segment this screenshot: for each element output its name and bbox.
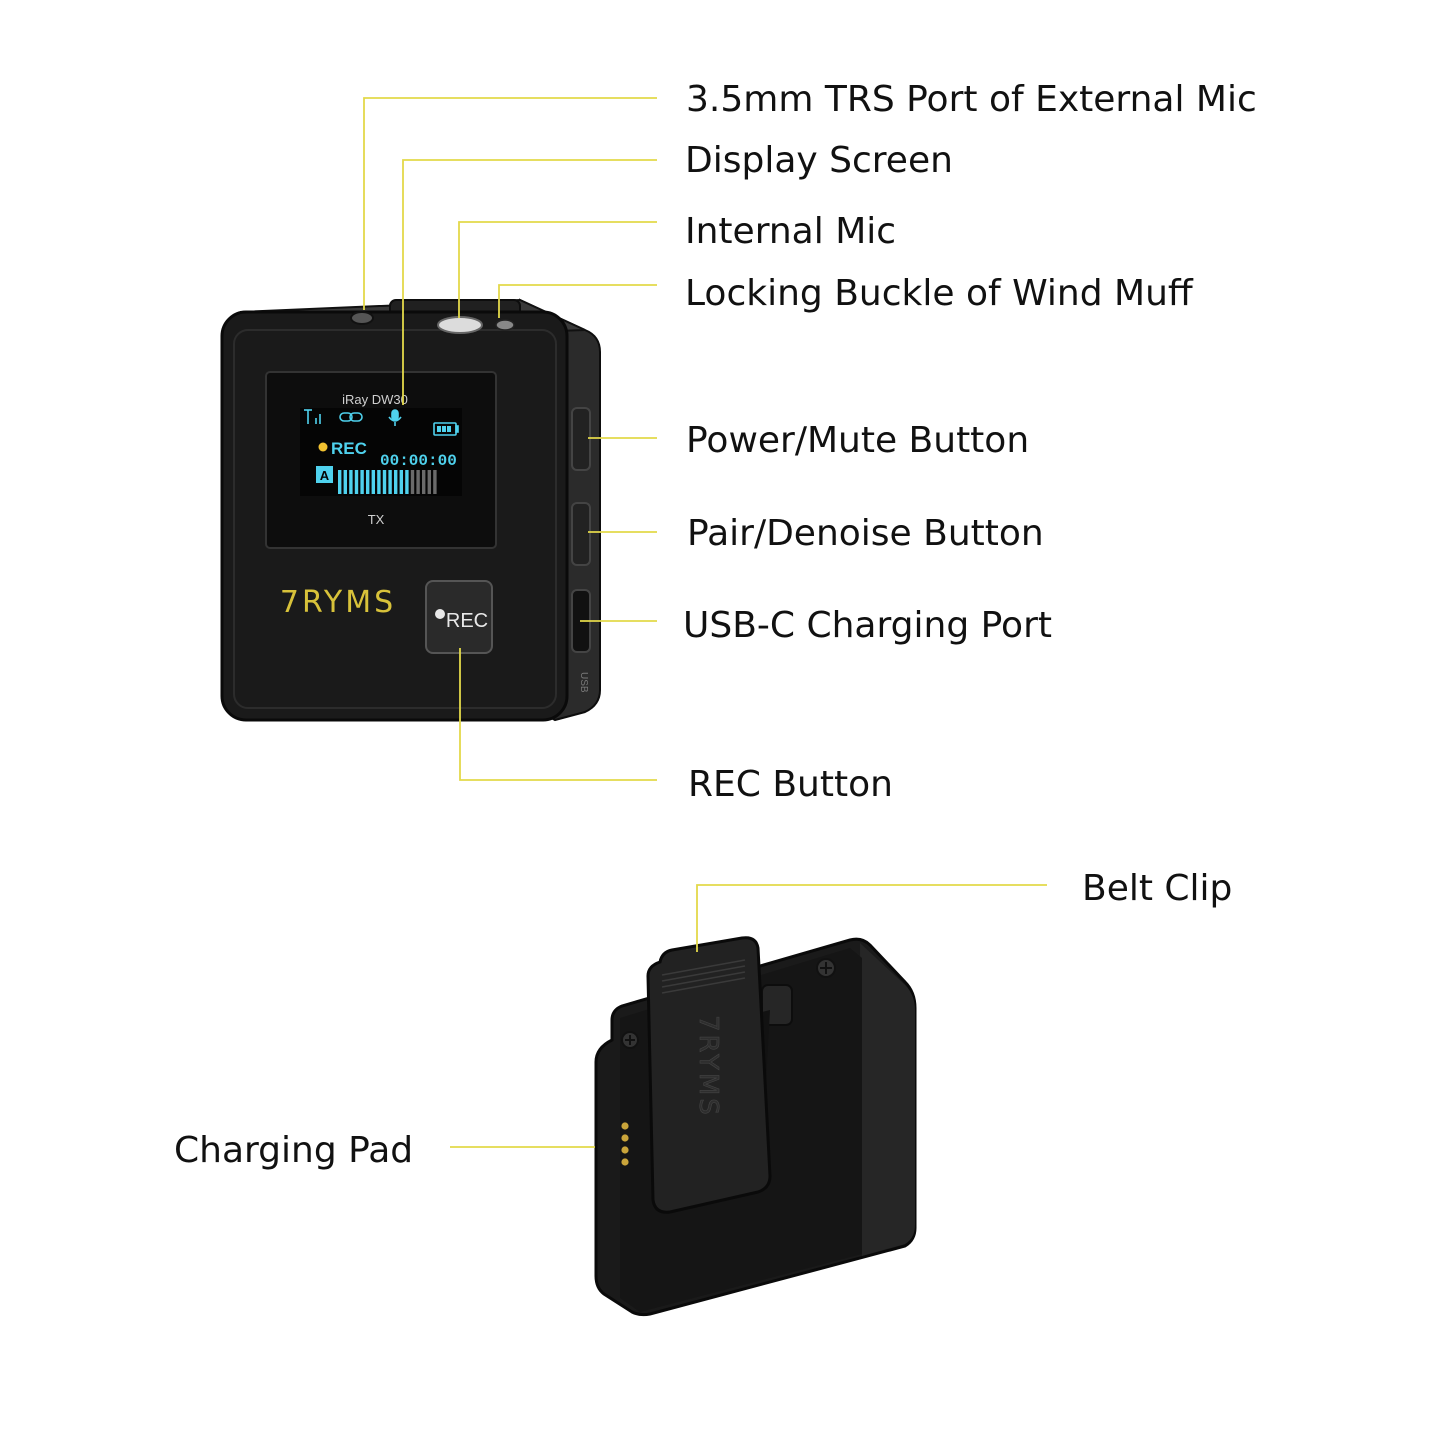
rec-key[interactable] (425, 580, 493, 654)
leader-internal-mic (458, 221, 657, 318)
screw-icon (816, 958, 836, 978)
level-meter-bar (433, 470, 437, 494)
leader-display-screen (402, 159, 657, 405)
callout-belt-clip: Belt Clip (1082, 868, 1233, 909)
screen-rec-label: REC (331, 439, 367, 458)
charging-pad (621, 1122, 629, 1166)
power-mute-button[interactable] (571, 407, 591, 471)
rec-key-dot-icon (435, 609, 445, 619)
front-device: USB iRay DW30 (220, 298, 601, 722)
level-meter-bar (427, 470, 431, 494)
level-meter-bar (366, 470, 370, 494)
level-meter-bar (422, 470, 426, 494)
mic-icon (388, 409, 402, 426)
level-meter-bar (388, 470, 392, 494)
signal-icon (304, 409, 321, 424)
charging-pin (621, 1158, 629, 1166)
level-meter-bar (382, 470, 387, 494)
callout-pair-denoise: Pair/Denoise Button (687, 513, 1044, 554)
level-meter-bar (354, 470, 359, 494)
battery-icon (433, 422, 459, 436)
screen-timer: 00:00:00 (380, 452, 457, 470)
leader-locking-buckle (498, 284, 657, 318)
leader-trs-port (363, 97, 657, 310)
callout-usb-c: USB-C Charging Port (683, 605, 1052, 646)
leader-belt-clip (696, 884, 1047, 952)
back-device: 7RYMS (594, 936, 917, 1317)
belt-clip (646, 936, 772, 1214)
charging-pin (621, 1146, 629, 1154)
level-meter-bar (343, 470, 347, 494)
clip-logo: 7RYMS (693, 1015, 723, 1118)
level-meter-bar (371, 470, 375, 494)
leader-rec-button (459, 648, 657, 781)
link-icon (339, 412, 363, 422)
callout-rec-button: REC Button (688, 764, 893, 805)
level-meter-bar (405, 470, 409, 494)
level-meter-bar (399, 470, 403, 494)
leader-lines (363, 97, 1047, 1148)
rec-dot-icon (318, 442, 328, 452)
level-meter (338, 470, 437, 494)
internal-mic-icon (437, 316, 483, 334)
level-meter-bar (410, 470, 415, 494)
trs-port-icon (350, 311, 374, 325)
level-meter-bar (394, 470, 398, 494)
mode-label: TX (368, 512, 385, 527)
callout-charging-pad: Charging Pad (174, 1130, 414, 1171)
usb-side-label: USB (578, 672, 589, 693)
channel-letter: A (320, 468, 330, 483)
brand-logo: 7RYMS (280, 585, 396, 620)
level-meter-bar (416, 470, 420, 494)
model-label: iRay DW30 (342, 392, 408, 407)
level-meter-bar (349, 470, 353, 494)
screw-icon (621, 1031, 639, 1049)
level-meter-bar (338, 470, 342, 494)
callout-locking-buckle: Locking Buckle of Wind Muff (685, 273, 1193, 314)
level-meter-bar (360, 470, 364, 494)
callout-internal-mic: Internal Mic (685, 211, 897, 252)
callout-trs-port: 3.5mm TRS Port of External Mic (686, 79, 1257, 120)
charging-pin (621, 1134, 629, 1142)
level-meter-bar (377, 470, 381, 494)
pair-denoise-button[interactable] (571, 502, 591, 566)
channel-badge (316, 466, 333, 483)
charging-pin (621, 1122, 629, 1130)
callout-power-mute: Power/Mute Button (686, 420, 1030, 461)
callout-display-screen: Display Screen (685, 140, 953, 181)
rec-key-label: REC (446, 610, 488, 632)
